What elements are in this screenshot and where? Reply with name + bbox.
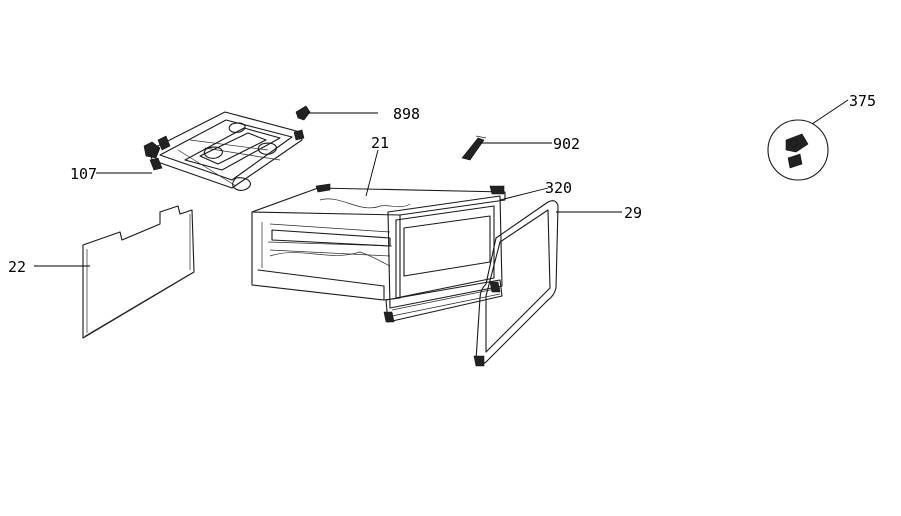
callout-29: 29 [624,204,642,222]
part-29-door-gasket [473,200,559,367]
part-375-knob-detail [767,119,829,181]
part-21-oven-cavity [251,183,506,301]
callout-902: 902 [553,135,580,153]
part-22-insulation-panel [82,205,195,339]
part-320-front-frame [383,195,503,323]
callout-898: 898 [393,105,420,123]
callout-107: 107 [70,165,97,183]
leader-lines [34,99,849,267]
callout-375: 375 [849,92,876,110]
callout-21: 21 [371,134,389,152]
part-107-grill-rack [143,111,305,191]
part-898-clip [295,105,311,121]
part-902-bracket [461,135,487,161]
callout-22: 22 [8,258,26,276]
callout-320: 320 [545,179,572,197]
